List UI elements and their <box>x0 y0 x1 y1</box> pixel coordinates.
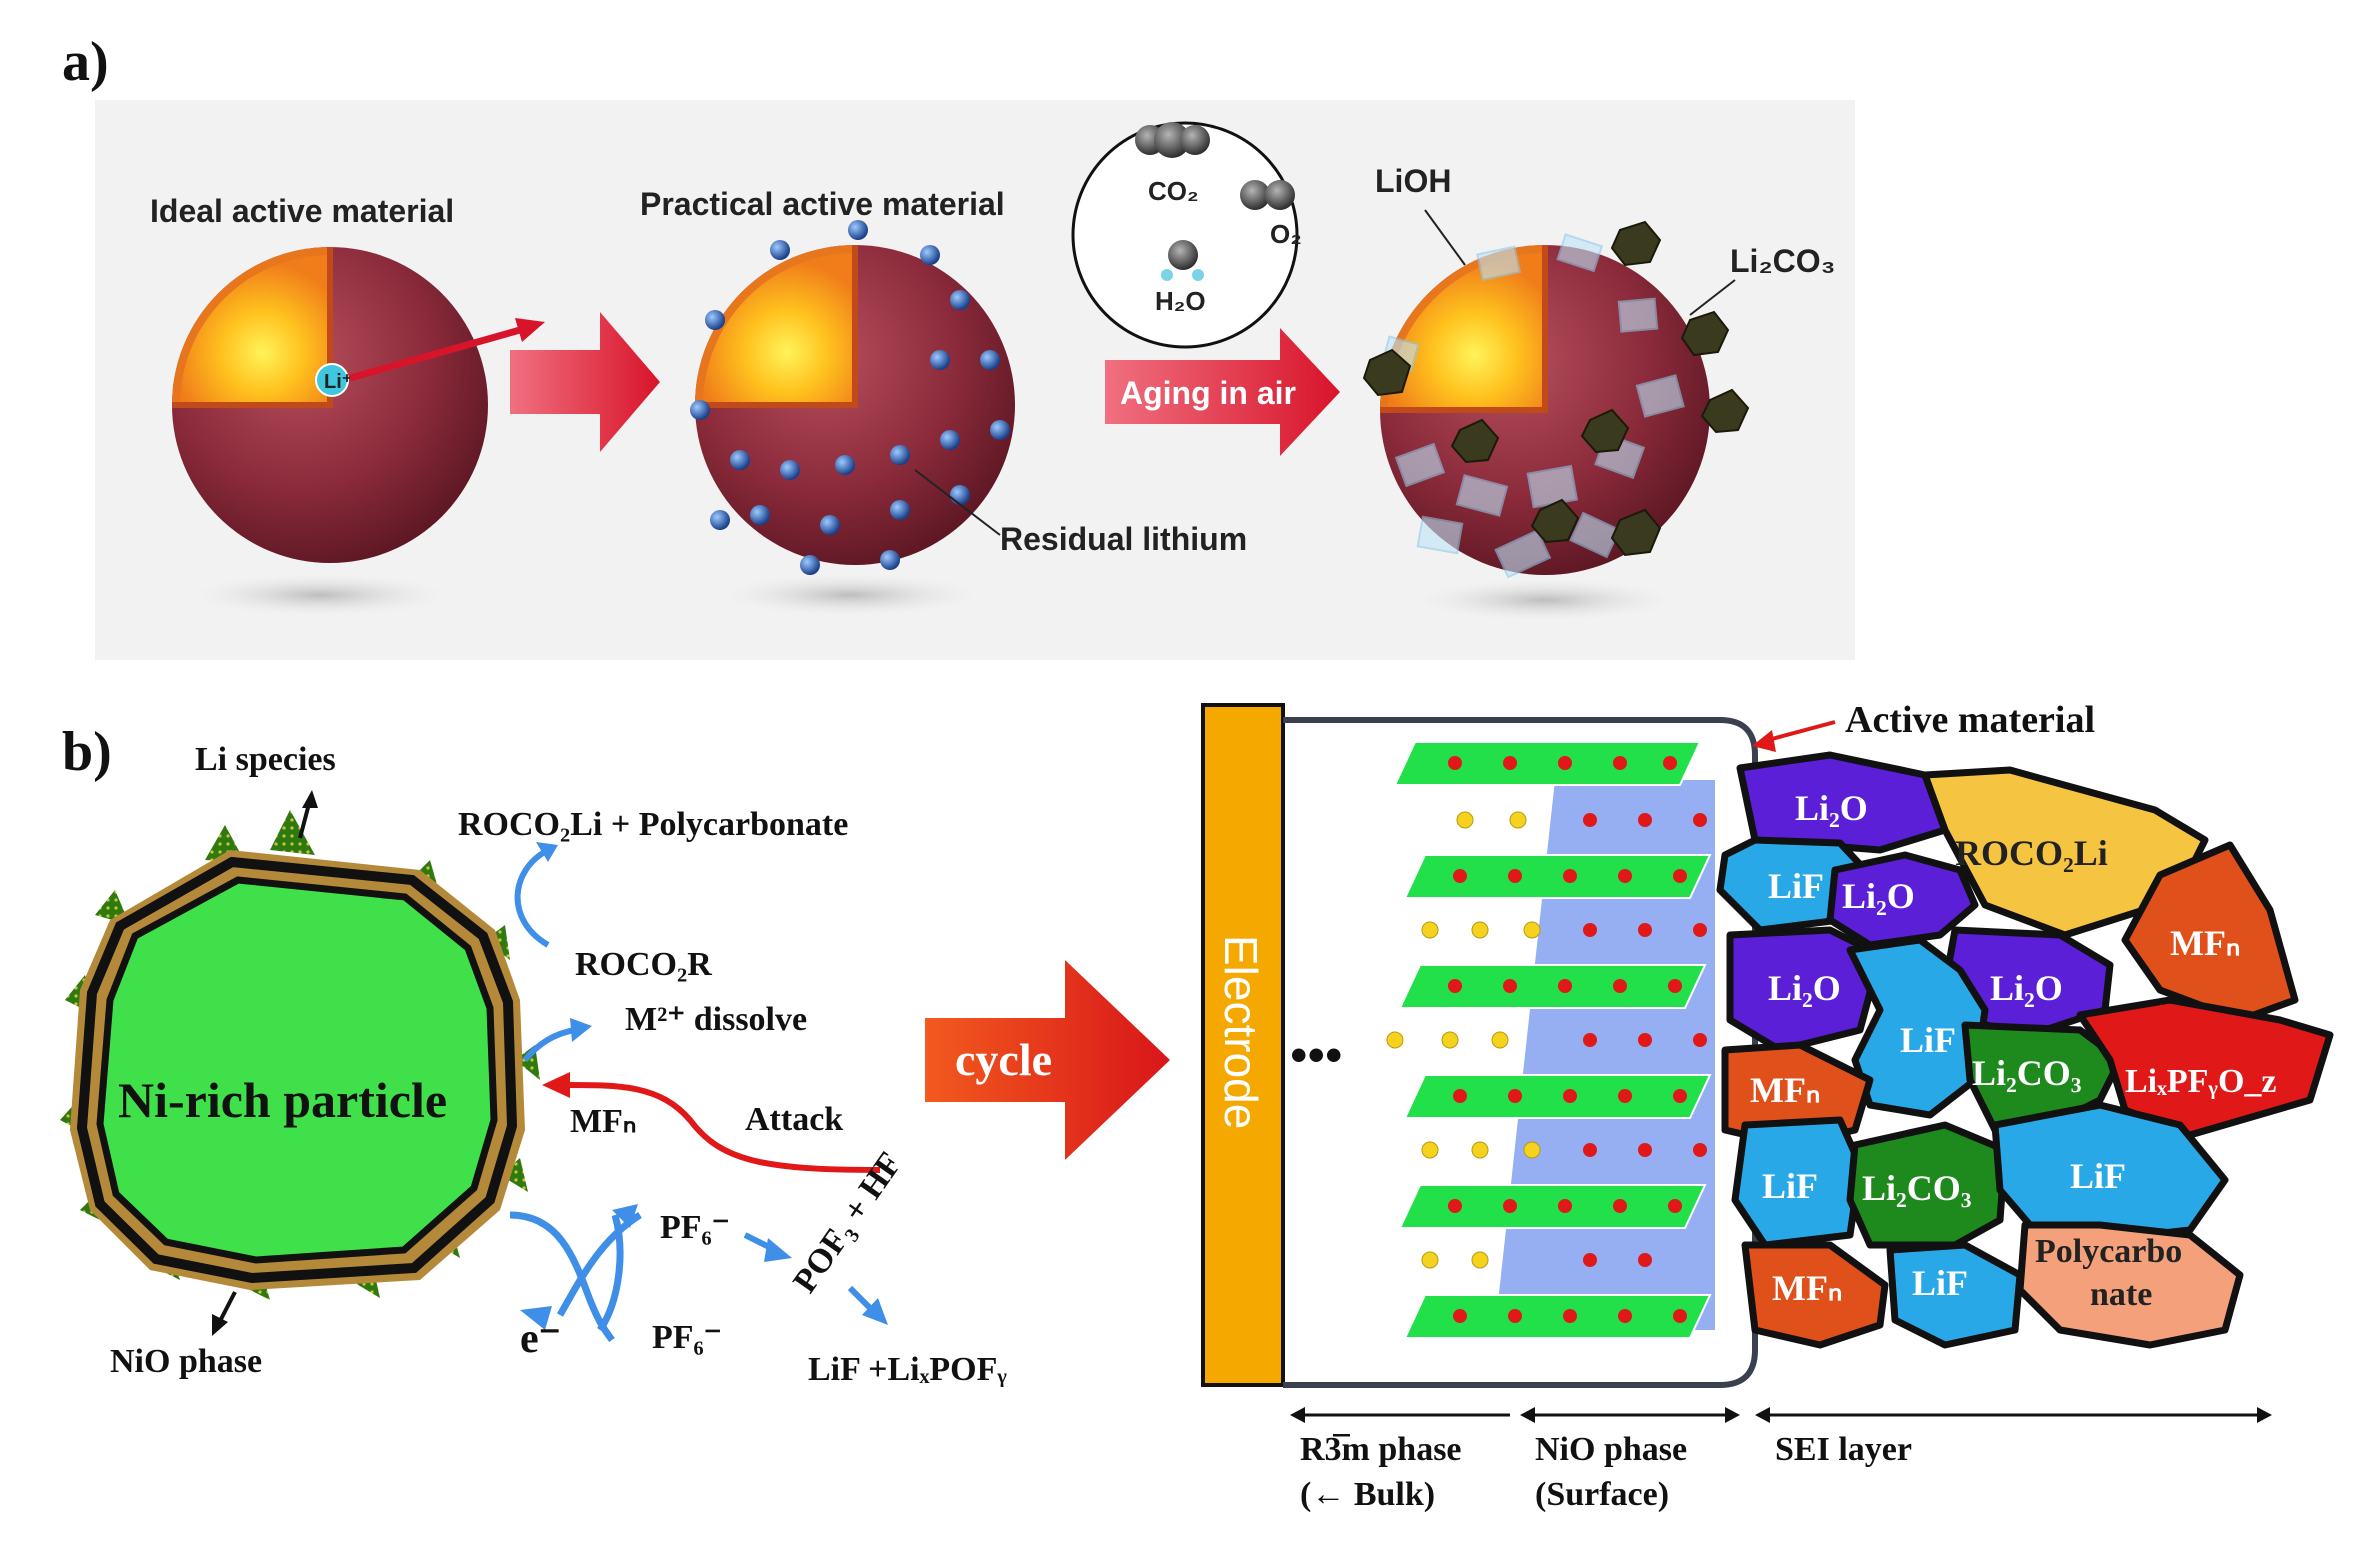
sei-mfn-2-label: MFₙ <box>1750 1070 1820 1110</box>
panel-a-label: a) <box>62 31 109 93</box>
li2co3-leader <box>1689 279 1736 316</box>
li-species-label: Li species <box>195 741 336 778</box>
attack-arrow <box>564 1082 881 1173</box>
o2-label: O₂ <box>1270 219 1302 249</box>
li-ion-arrow <box>349 326 521 382</box>
nio-phase-label: NiO phase <box>110 1343 262 1380</box>
panel-b-label: b) <box>62 721 112 783</box>
arrow-ideal-to-practical <box>510 312 660 452</box>
roco2r-conversion-arrow <box>514 847 550 948</box>
sei-roco2li-label: ROCO₂Li <box>1955 833 2108 873</box>
nio-surface-phase-label: NiO phase <box>1535 1431 1687 1468</box>
particle-label: Ni-rich particle <box>118 1072 447 1128</box>
pf6-bottom-label: PF₆⁻ <box>652 1319 722 1356</box>
sei-li2o-3-label: Li₂O <box>1768 968 1841 1008</box>
electron-transfer-arrow <box>509 1211 615 1343</box>
electrode-bar <box>1201 703 1285 1387</box>
sei-lif-3-label: LiF <box>1762 1166 1818 1206</box>
active-material-pointer <box>1767 720 1836 742</box>
sei-polycarbonate-label-1: Polycarbo <box>2035 1233 2182 1270</box>
sei-mfn-3-label: MFₙ <box>1772 1268 1842 1308</box>
lif-products-label: LiF +LiₓPOFᵧ <box>808 1351 1007 1388</box>
m2-dissolve-label: M²⁺ dissolve <box>625 1001 807 1038</box>
electron-label: e⁻ <box>520 1316 561 1362</box>
electrode-label: Electrode <box>1215 935 1267 1129</box>
to-lif-arrow <box>847 1285 875 1313</box>
lioh-leader <box>1424 209 1466 266</box>
sei-li2o-2-label: Li₂O <box>1842 876 1915 916</box>
sei-polycarbonate-label-2: nate <box>2090 1276 2152 1313</box>
sei-lif-1-label: LiF <box>1768 866 1824 906</box>
crystal-lattice <box>1386 741 1715 1339</box>
r3m-phase-label: R3̅m phase <box>1300 1431 1462 1468</box>
sei-mfn-1-label: MFₙ <box>2170 923 2240 963</box>
aged-sphere <box>1362 220 1750 626</box>
sei-li2o-4-label: Li₂O <box>1990 968 2063 1008</box>
sei-lif-3 <box>1731 1116 1864 1249</box>
sei-lif-2 <box>1846 936 1989 1119</box>
sei-lif-4-label: LiF <box>2070 1156 2126 1196</box>
ni-rich-particle <box>60 810 540 1300</box>
sei-li2o-2 <box>1826 851 1979 949</box>
sei-layer <box>1716 751 2334 1349</box>
h2o-icon <box>1168 240 1198 270</box>
sei-li2co3-2-label: Li₂CO₃ <box>1862 1168 1972 1208</box>
sei-mfn-3 <box>1741 1241 1889 1349</box>
lithium-atoms <box>1386 811 1541 1269</box>
surface-label: (Surface) <box>1535 1476 1669 1513</box>
sei-layer-label: SEI layer <box>1775 1431 1912 1468</box>
lioh-label: LiOH <box>1375 163 1451 199</box>
li2co3-crystals <box>1362 220 1750 557</box>
active-material-label: Active material <box>1845 699 2095 741</box>
practical-title: Practical active material <box>640 186 1005 222</box>
li-ion-icon <box>315 363 349 397</box>
dissolve-arrow <box>522 1027 576 1062</box>
sei-lif-4 <box>1991 1101 2229 1244</box>
sei-polycarbonate <box>2016 1221 2244 1349</box>
bulk-dots: ••• <box>1290 1027 1343 1083</box>
roco2r-label: ROCO₂R <box>575 946 712 983</box>
sei-lif-2-label: LiF <box>1900 1020 1956 1060</box>
h2o-label: H₂O <box>1155 286 1206 316</box>
aging-arrow <box>1105 328 1340 456</box>
attack-label: Attack <box>745 1101 843 1138</box>
li2co3-label: Li₂CO₃ <box>1730 243 1835 279</box>
aging-label: Aging in air <box>1120 375 1296 411</box>
ideal-title: Ideal active material <box>150 193 454 229</box>
li-ion-label: Li⁺ <box>324 371 352 393</box>
cycle-label: cycle <box>955 1034 1052 1085</box>
sei-mfn-1 <box>2121 841 2299 1024</box>
bulk-label: (← Bulk) <box>1300 1476 1435 1513</box>
mfn-left-label: MFₙ <box>570 1103 636 1140</box>
sei-li2co3-2 <box>1846 1121 2009 1249</box>
residual-lithium-label: Residual lithium <box>1000 521 1247 557</box>
pf6-top-label: PF₆⁻ <box>660 1209 730 1246</box>
roco2li-polycarbonate-label: ROCO₂Li + Polycarbonate <box>458 806 848 843</box>
sei-labels: Li₂O ROCO₂Li LiF Li₂O MFₙ Li₂O Li₂O LiF … <box>1750 788 2277 1313</box>
sei-li2co3-1-label: Li₂CO₃ <box>1972 1053 2082 1093</box>
transition-metal-atoms <box>1448 756 1707 1323</box>
sei-li2o-3 <box>1726 926 1884 1054</box>
co2-label: CO₂ <box>1148 176 1199 206</box>
residual-leader <box>914 469 1001 536</box>
o2-icon <box>1240 180 1270 210</box>
sei-lipfo <box>2076 996 2334 1139</box>
r3m-layers <box>1393 741 1712 1339</box>
ideal-sphere: Li⁺ <box>160 247 488 621</box>
cycle-arrow <box>925 960 1170 1160</box>
sei-lif-5 <box>1886 1241 2024 1349</box>
residual-lithium-beads <box>690 220 1010 575</box>
sei-lipfo-label: LiₓPFᵧO_z <box>2125 1063 2277 1100</box>
air-gases-bubble: CO₂ O₂ H₂O <box>1071 121 1302 349</box>
sei-li2o-1-label: Li₂O <box>1795 788 1868 828</box>
sei-lif-5-label: LiF <box>1912 1263 1968 1303</box>
